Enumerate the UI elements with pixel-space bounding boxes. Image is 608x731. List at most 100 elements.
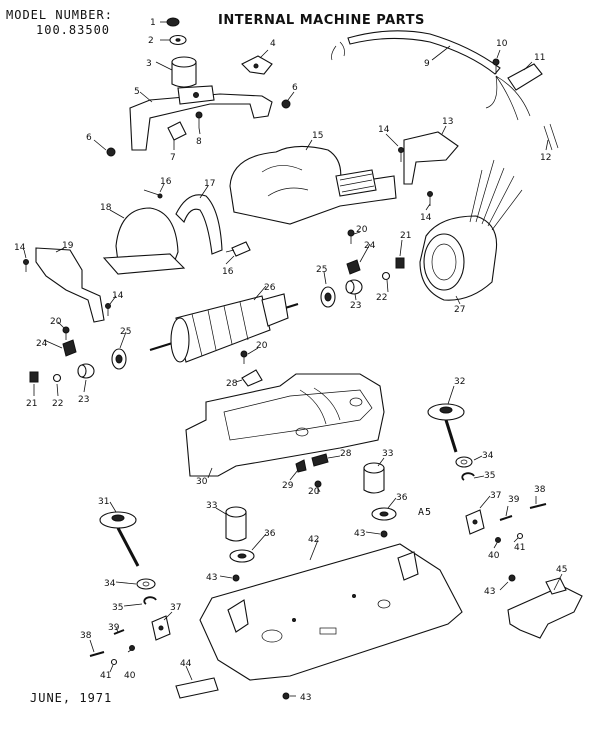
part-21-brush-cap-right [395, 257, 405, 269]
part-10-screw [492, 58, 500, 74]
part-38-pin-left [89, 651, 105, 657]
part-41-washer-right [516, 532, 524, 540]
leader-lines [23, 21, 563, 697]
callout: 27 [454, 305, 465, 315]
part-28-tab-upper [241, 369, 263, 387]
callout: 32 [454, 377, 465, 387]
part-6-nut-left [106, 147, 116, 157]
callout: 44 [180, 659, 192, 669]
part-20-screw-c [240, 350, 248, 364]
callout: 18 [100, 203, 112, 213]
callout: 41 [514, 543, 525, 553]
part-37-link-left [151, 615, 171, 641]
callout: 14 [378, 125, 390, 135]
callout: 1 [150, 18, 156, 28]
part-18-fan-housing [102, 207, 186, 275]
callout: 10 [496, 39, 508, 49]
part-8-screw [195, 111, 203, 128]
callout: 45 [556, 565, 567, 575]
callout-labels: 1 2 3 4 5 6 6 7 8 9 10 11 12 13 14 14 14… [14, 18, 567, 703]
callout: 34 [104, 579, 116, 589]
callout: 23 [350, 301, 361, 311]
part-14-screw-d [105, 303, 111, 316]
callout: 31 [98, 497, 109, 507]
part-4-clip [241, 55, 273, 75]
diagram-title: INTERNAL MACHINE PARTS [218, 13, 425, 28]
part-44-plate [175, 677, 219, 699]
callout: 24 [36, 339, 48, 349]
callout: 20 [308, 487, 320, 497]
callout: 28 [340, 449, 352, 459]
callout: 36 [264, 529, 276, 539]
part-36-collar-left [229, 549, 255, 563]
part-23-brush-holder-right [345, 279, 363, 295]
diagram-date: JUNE, 1971 [30, 691, 113, 705]
part-3-bushing [171, 56, 197, 88]
part-15-motor-housing [229, 145, 397, 225]
callout: 43 [354, 529, 365, 539]
callout: 19 [62, 241, 74, 251]
callout: 4 [270, 39, 276, 49]
part-14-screw-c [23, 259, 29, 272]
callout: 37 [170, 603, 181, 613]
part-20-screw-a [347, 229, 355, 244]
callout: 41 [100, 671, 111, 681]
part-6-nut-right [281, 99, 291, 109]
part-25-bearing-left [111, 348, 127, 370]
callout: 23 [78, 395, 89, 405]
callout: 43 [206, 573, 217, 583]
callout: 22 [376, 293, 387, 303]
part-33-boss-right [363, 462, 385, 494]
section-mark: A5 [418, 507, 433, 518]
callout: 40 [124, 671, 136, 681]
callout: 34 [482, 451, 494, 461]
callout: 20 [256, 341, 268, 351]
callout: 14 [420, 213, 432, 223]
part-34-washer-left [136, 578, 156, 590]
callout: 13 [442, 117, 453, 127]
model-number-label: MODEL NUMBER: [6, 8, 113, 22]
part-30-frame [185, 373, 385, 477]
part-21-brush-cap-left [29, 371, 39, 383]
part-2-washer [169, 34, 187, 46]
part-45-bracket [507, 577, 583, 639]
part-14-screw-b [427, 191, 433, 206]
callout: 28 [226, 379, 238, 389]
part-37-link-right [465, 509, 485, 535]
callout: 12 [540, 153, 551, 163]
part-40-screw-left [129, 645, 135, 651]
callout: 38 [534, 485, 546, 495]
part-43-screw-b [232, 574, 240, 582]
part-42-base-plate [199, 543, 463, 681]
part-43-screw-c [508, 574, 516, 582]
callout: 35 [484, 471, 495, 481]
callout: 7 [170, 153, 176, 163]
callout: 20 [50, 317, 62, 327]
part-23-brush-holder-left [77, 363, 95, 379]
part-9-power-cord [331, 30, 531, 121]
callout: 16 [222, 267, 234, 277]
callout: 22 [52, 399, 63, 409]
part-11-cord-sleeve [507, 63, 543, 91]
part-1-nut [166, 17, 180, 27]
callout: 29 [282, 481, 294, 491]
callout: 43 [484, 587, 495, 597]
callout: 2 [148, 36, 154, 46]
part-28-tab-lower [311, 453, 329, 467]
callout: 38 [80, 631, 92, 641]
callout: 21 [26, 399, 37, 409]
callout: 40 [488, 551, 500, 561]
callout: 24 [364, 241, 376, 251]
part-5-bracket [129, 85, 273, 151]
part-39-pin-left [113, 629, 125, 635]
callout: 20 [356, 225, 368, 235]
part-25-bearing-right [320, 286, 336, 308]
part-12-terminals [543, 123, 559, 151]
part-17-guard [175, 194, 223, 255]
part-19-wire-bracket [35, 247, 105, 323]
part-33-boss-left [225, 506, 247, 542]
part-31-gear-shaft [99, 511, 140, 567]
callout: 35 [112, 603, 123, 613]
callout: 25 [120, 327, 131, 337]
